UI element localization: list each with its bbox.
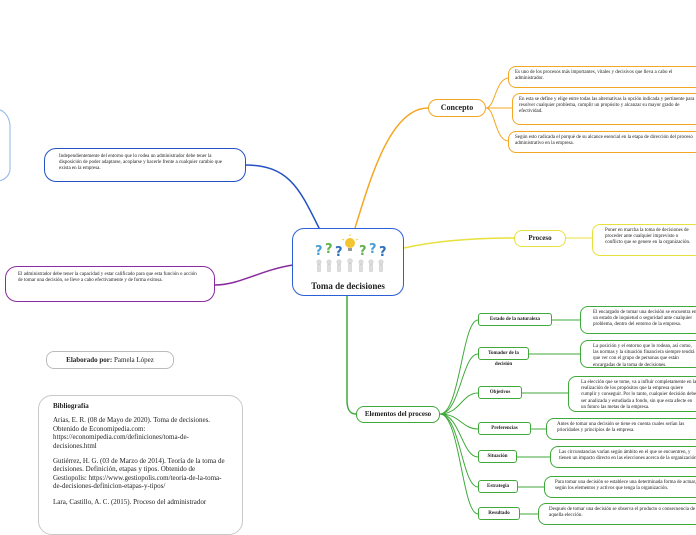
element-situacion-text: Las circunstancias varían según ámbito e… [550, 446, 696, 468]
author-box: Elaborado por: Pamela López [46, 351, 174, 369]
concepto-item-1: Es uno de los procesos más importantes, … [508, 66, 696, 88]
concepto-item-2: En esta se define y elige entre todas la… [512, 93, 696, 125]
element-estrategia[interactable]: Estrategia [478, 480, 518, 493]
element-objetivos-text: La elección que se tome, va a influir co… [568, 376, 696, 412]
svg-text:?: ? [335, 245, 343, 260]
question-people-icon: ? ? ? ? ? ? [315, 234, 387, 272]
reference-2: Gutiérrez, H. G. (03 de Marzo de 2014). … [53, 457, 225, 491]
element-preferencias-text: Antes de tomar una decisión se tiene en … [546, 418, 696, 440]
element-resultado-text: Después de tomar una decisión se observa… [538, 503, 696, 525]
bibliography-box: Bibliografía Arias, E. R. (08 de Mayo de… [38, 395, 243, 535]
reference-3: Lara, Castillo, A. C. (2015). Proceso de… [53, 497, 207, 506]
element-resultado[interactable]: Resultado [478, 507, 520, 520]
central-topic-node[interactable]: ? ? ? ? ? ? Toma de decisiones [292, 228, 404, 296]
proceso-description: Poner en marcha la toma de decisiones de… [592, 224, 696, 256]
bibliography-title: Bibliografía [53, 402, 89, 410]
proceso-node[interactable]: Proceso [514, 230, 566, 247]
element-situacion[interactable]: Situación [478, 450, 517, 463]
svg-text:?: ? [359, 244, 367, 259]
svg-text:?: ? [379, 245, 387, 260]
element-estado-naturaleza-text: El encargado de tomar una decisión se en… [580, 306, 696, 334]
svg-text:?: ? [325, 242, 333, 257]
concepto-item-3: Según esto radicada el porqué de su alca… [508, 131, 696, 153]
adaptation-note: Independientemente del entorno que lo ro… [44, 148, 246, 182]
element-preferencias[interactable]: Preferencias [478, 422, 531, 435]
element-objetivos[interactable]: Objetivos [478, 386, 522, 399]
svg-text:?: ? [315, 244, 323, 259]
element-tomador-decision-text: La posición y el entorno que lo rodean, … [580, 340, 696, 368]
element-estado-naturaleza[interactable]: Estado de la naturaleza [478, 313, 552, 326]
author-label: Elaborado por: [66, 356, 113, 364]
elementos-node[interactable]: Elementos del proceso [356, 406, 440, 423]
capability-note: El administrador debe tener la capacidad… [5, 266, 215, 302]
reference-1: Arias, E. R. (08 de Mayo de 2020). Toma … [53, 416, 211, 450]
element-tomador-decision[interactable]: Tomador de la decisión [478, 347, 529, 367]
central-topic-title: Toma de decisiones [311, 281, 385, 291]
author-name: Pamela López [112, 356, 154, 364]
svg-text:?: ? [369, 242, 377, 257]
concepto-node[interactable]: Concepto [428, 99, 486, 117]
connector-lines [0, 77, 592, 515]
element-estrategia-text: Para tomar una decisión se establece una… [544, 476, 696, 498]
